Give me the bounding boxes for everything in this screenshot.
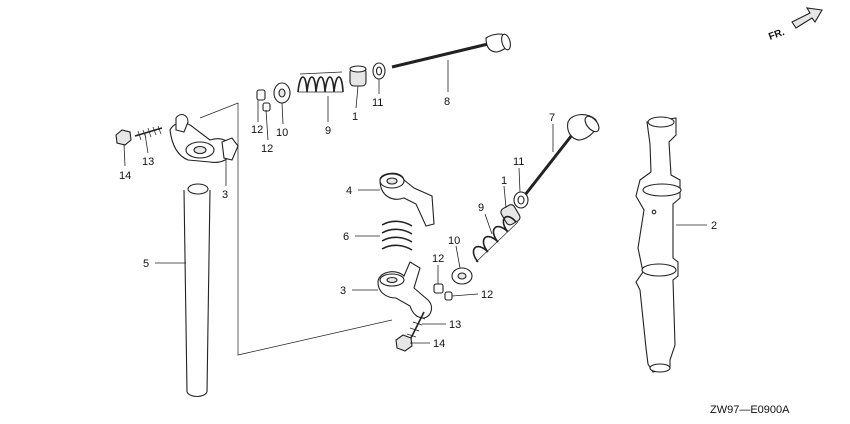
callout-labels: 8 12 12 10 9 1 11 14 13 3 5 7 11 1 9 2 4… xyxy=(119,96,717,350)
washer-upper xyxy=(372,62,386,80)
callout-3: 3 xyxy=(222,189,228,201)
pushrod xyxy=(183,183,211,398)
washer-lower xyxy=(513,191,529,209)
retainer-upper xyxy=(273,82,291,104)
callout-13: 13 xyxy=(142,156,154,168)
callout-4: 4 xyxy=(346,185,352,197)
callout-14: 14 xyxy=(119,170,131,182)
callout-10: 10 xyxy=(276,127,288,139)
retainer-lower xyxy=(451,267,473,285)
lock-nut-lower xyxy=(395,334,413,352)
callout-12: 12 xyxy=(261,143,273,155)
callout-13: 13 xyxy=(449,319,461,331)
callout-1: 1 xyxy=(501,175,507,187)
callout-11: 11 xyxy=(513,156,524,168)
cotter-lower xyxy=(433,283,453,301)
callout-12: 12 xyxy=(481,289,493,301)
callout-9: 9 xyxy=(478,202,484,214)
callout-2: 2 xyxy=(711,220,717,232)
valve-seal-upper xyxy=(349,65,367,87)
adjusting-screw-upper xyxy=(134,125,163,141)
front-direction-label: FR. xyxy=(767,27,786,43)
callout-12: 12 xyxy=(432,253,444,265)
valve-spring-lower xyxy=(472,215,519,263)
diagram-code: ZW97—E0900A xyxy=(710,404,790,416)
callout-8: 8 xyxy=(444,96,450,108)
callout-5: 5 xyxy=(143,258,149,270)
adjusting-screw-lower xyxy=(406,311,426,341)
front-direction-indicator: FR. xyxy=(767,7,823,43)
front-arrow-icon xyxy=(791,7,823,29)
rocker-arm-lower xyxy=(377,261,433,319)
callout-11: 11 xyxy=(372,97,383,109)
rocker-arm-upper xyxy=(169,113,239,163)
callout-9: 9 xyxy=(325,125,331,137)
cotter-upper xyxy=(256,89,271,112)
callout-1: 1 xyxy=(352,111,358,123)
callout-14: 14 xyxy=(433,338,445,350)
leader-lines xyxy=(123,60,707,344)
assembly-connector xyxy=(199,102,393,356)
valve-upper xyxy=(391,33,511,69)
valve-spring-upper xyxy=(297,71,344,93)
rocker-arm-pivot xyxy=(379,172,435,227)
rocker-arm-spring xyxy=(381,220,413,251)
callout-6: 6 xyxy=(343,231,349,243)
callout-12: 12 xyxy=(251,124,263,136)
valve-lower xyxy=(523,114,600,196)
callout-10: 10 xyxy=(448,235,460,247)
callout-7: 7 xyxy=(549,112,555,124)
camshaft xyxy=(635,116,682,373)
lock-nut-upper xyxy=(115,129,132,146)
callout-3: 3 xyxy=(340,285,346,297)
